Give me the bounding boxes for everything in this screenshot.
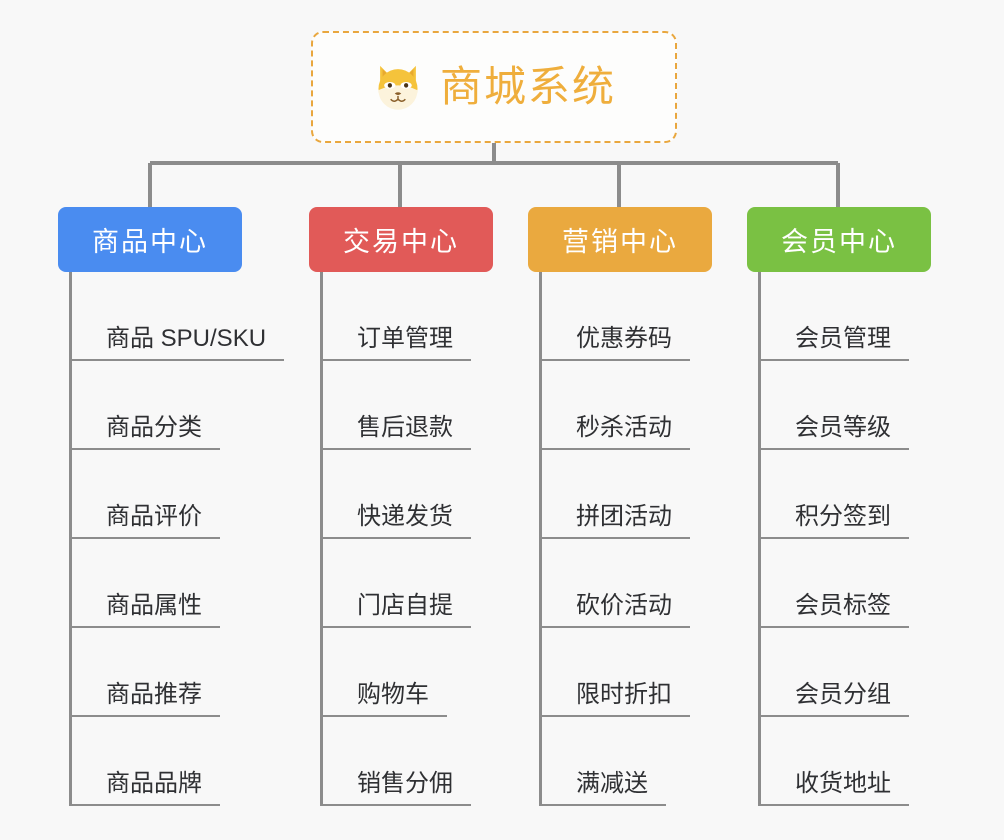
leaf-label: 售后退款 (323, 414, 471, 450)
list-item[interactable]: 会员标签 (761, 539, 931, 628)
root-title: 商城系统 (439, 63, 616, 110)
leaf-label: 砍价活动 (542, 592, 690, 628)
branch-product-center: 商品中心 商品 SPU/SKU 商品分类 商品评价 商品属性 商品推荐 商品品牌 (58, 207, 285, 806)
leaf-label: 快递发货 (323, 503, 471, 539)
list-item[interactable]: 商品推荐 (72, 628, 242, 717)
leaf-label: 商品品牌 (72, 770, 220, 806)
list-item[interactable]: 积分签到 (761, 450, 931, 539)
branch-header-trade-center[interactable]: 交易中心 (309, 207, 493, 272)
leaf-label: 秒杀活动 (542, 414, 690, 450)
leaf-label: 拼团活动 (542, 503, 690, 539)
leaf-label: 会员等级 (761, 414, 909, 450)
shiba-dog-icon (378, 65, 418, 110)
branch-label: 会员中心 (781, 227, 897, 257)
list-item[interactable]: 会员等级 (761, 361, 931, 450)
branch-header-member-center[interactable]: 会员中心 (747, 207, 931, 272)
list-item[interactable]: 秒杀活动 (542, 361, 712, 450)
leaf-label: 销售分佣 (323, 770, 471, 806)
list-item[interactable]: 满减送 (542, 717, 712, 806)
list-item[interactable]: 商品 SPU/SKU (72, 272, 285, 361)
branch-member-center: 会员中心 会员管理 会员等级 积分签到 会员标签 会员分组 收货地址 (747, 207, 931, 806)
list-item[interactable]: 优惠券码 (542, 272, 712, 361)
leaf-label: 门店自提 (323, 592, 471, 628)
list-item[interactable]: 快递发货 (323, 450, 493, 539)
branch-header-marketing-center[interactable]: 营销中心 (528, 207, 712, 272)
leaf-label: 优惠券码 (542, 325, 690, 361)
list-item[interactable]: 砍价活动 (542, 539, 712, 628)
leaf-label: 订单管理 (323, 325, 471, 361)
branch-label: 交易中心 (343, 227, 459, 257)
list-item[interactable]: 售后退款 (323, 361, 493, 450)
list-item[interactable]: 购物车 (323, 628, 493, 717)
list-item[interactable]: 订单管理 (323, 272, 493, 361)
leaf-label: 限时折扣 (542, 681, 690, 717)
root-node[interactable]: 商城系统 (311, 31, 677, 143)
list-item[interactable]: 门店自提 (323, 539, 493, 628)
branch-marketing-center: 营销中心 优惠券码 秒杀活动 拼团活动 砍价活动 限时折扣 满减送 (528, 207, 712, 806)
branch-trade-center: 交易中心 订单管理 售后退款 快递发货 门店自提 购物车 销售分佣 (309, 207, 493, 806)
list-item[interactable]: 拼团活动 (542, 450, 712, 539)
leaf-label: 积分签到 (761, 503, 909, 539)
leaf-label: 商品 SPU/SKU (72, 325, 285, 361)
leaf-label: 商品评价 (72, 503, 220, 539)
list-item[interactable]: 会员分组 (761, 628, 931, 717)
leaf-label: 收货地址 (761, 770, 909, 806)
list-item[interactable]: 销售分佣 (323, 717, 493, 806)
branch-label: 营销中心 (562, 227, 678, 257)
list-item[interactable]: 会员管理 (761, 272, 931, 361)
list-item[interactable]: 商品品牌 (72, 717, 242, 806)
list-item[interactable]: 商品评价 (72, 450, 242, 539)
leaf-label: 商品属性 (72, 592, 220, 628)
list-item[interactable]: 收货地址 (761, 717, 931, 806)
list-item[interactable]: 商品属性 (72, 539, 242, 628)
leaf-list-member-center: 会员管理 会员等级 积分签到 会员标签 会员分组 收货地址 (758, 272, 931, 806)
list-item[interactable]: 限时折扣 (542, 628, 712, 717)
branch-header-product-center[interactable]: 商品中心 (58, 207, 242, 272)
leaf-label: 商品推荐 (72, 681, 220, 717)
leaf-label: 商品分类 (72, 414, 220, 450)
branch-label: 商品中心 (92, 227, 208, 257)
leaf-label: 会员管理 (761, 325, 909, 361)
leaf-label: 会员分组 (761, 681, 909, 717)
leaf-list-product-center: 商品 SPU/SKU 商品分类 商品评价 商品属性 商品推荐 商品品牌 (69, 272, 285, 806)
leaf-list-marketing-center: 优惠券码 秒杀活动 拼团活动 砍价活动 限时折扣 满减送 (539, 272, 712, 806)
leaf-list-trade-center: 订单管理 售后退款 快递发货 门店自提 购物车 销售分佣 (320, 272, 493, 806)
list-item[interactable]: 商品分类 (72, 361, 242, 450)
leaf-label: 满减送 (542, 770, 666, 806)
leaf-label: 购物车 (323, 681, 447, 717)
leaf-label: 会员标签 (761, 592, 909, 628)
